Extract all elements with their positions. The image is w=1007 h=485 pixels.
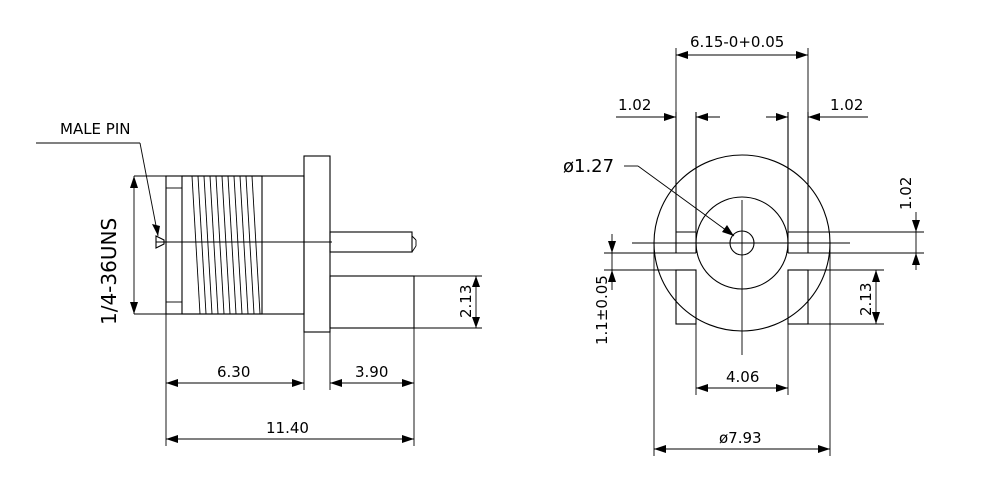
dim-11-40-label: 11.40 xyxy=(266,419,309,437)
front-view: 6.15-0+0.05 1.02 1.02 ø1.27 xyxy=(563,33,924,456)
dim-2-13-left-label: 2.13 xyxy=(457,285,475,318)
dim-3-90-label: 3.90 xyxy=(355,363,388,381)
thread-dimension: 1/4-36UNS xyxy=(97,175,180,325)
male-pin-label: MALE PIN xyxy=(60,120,131,138)
side-view: MALE PIN 1/4-36UNS 2.13 6.30 xyxy=(36,120,482,446)
dim-4-06-label: 4.06 xyxy=(726,368,759,386)
dim-2-13-right: 2.13 xyxy=(808,269,884,325)
dim-6-15: 6.15-0+0.05 xyxy=(675,33,809,112)
dim-11-40: 11.40 xyxy=(166,419,414,443)
dim-1-02-right: 1.02 xyxy=(766,96,868,121)
dim-dia-1-27: ø1.27 xyxy=(563,156,735,237)
dim-6-15-label: 6.15-0+0.05 xyxy=(690,33,784,51)
dim-4-06: 4.06 xyxy=(695,324,789,395)
thread-label: 1/4-36UNS xyxy=(97,218,121,325)
male-pin-callout: MALE PIN xyxy=(36,120,160,237)
dim-1-1: 1.1±0.05 xyxy=(593,234,676,345)
dim-1-02-right-label: 1.02 xyxy=(830,96,863,114)
thread-lines xyxy=(191,175,261,315)
flange xyxy=(303,155,331,333)
dim-dia-7-93: ø7.93 xyxy=(653,243,831,456)
dim-dia-1-27-label: ø1.27 xyxy=(563,156,614,177)
threaded-body xyxy=(165,175,305,315)
dim-6-30: 6.30 xyxy=(165,314,305,446)
contact-pin xyxy=(329,231,417,253)
dim-1-1-label: 1.1±0.05 xyxy=(593,275,611,345)
dim-1-02-left: 1.02 xyxy=(616,96,720,121)
dim-1-02-vertical: 1.02 xyxy=(808,177,924,270)
dim-6-30-label: 6.30 xyxy=(217,363,250,381)
front-slots xyxy=(675,112,809,325)
dim-1-02-left-label: 1.02 xyxy=(618,96,651,114)
dim-3-90: 3.90 xyxy=(329,328,415,446)
dim-2-13-left: 2.13 xyxy=(414,275,482,329)
dim-1-02-vertical-label: 1.02 xyxy=(897,177,915,210)
dim-2-13-right-label: 2.13 xyxy=(857,283,875,316)
solder-tab xyxy=(329,275,415,329)
dim-dia-7-93-label: ø7.93 xyxy=(719,429,762,447)
